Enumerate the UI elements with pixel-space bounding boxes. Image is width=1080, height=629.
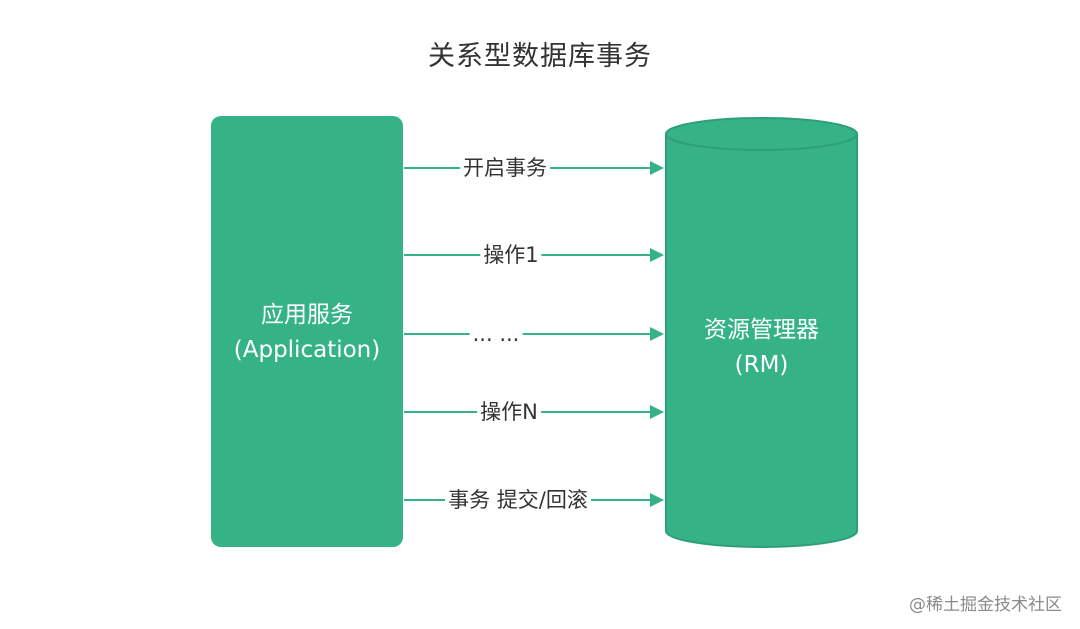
rm-cylinder-top	[665, 117, 858, 151]
message-label-opn: 操作N	[477, 399, 541, 425]
rm-name: 资源管理器	[704, 317, 819, 343]
message-arrow-head	[650, 493, 664, 507]
message-arrow-head	[650, 327, 664, 341]
diagram-title: 关系型数据库事务	[428, 41, 652, 72]
rm-cylinder	[665, 117, 858, 548]
application-subtitle: (Application)	[233, 337, 381, 363]
message-label-begin: 开启事务	[460, 155, 550, 181]
message-arrow-head	[650, 248, 664, 262]
message-arrow-head	[650, 405, 664, 419]
message-arrow-head	[650, 161, 664, 175]
rm-label: 资源管理器 (RM)	[666, 313, 857, 383]
message-label-commit: 事务 提交/回滚	[445, 487, 591, 513]
application-box	[211, 116, 403, 547]
message-arrows	[404, 161, 664, 507]
rm-subtitle: (RM)	[734, 352, 789, 378]
rm-cylinder-body	[665, 133, 858, 548]
message-label-op1: 操作1	[480, 242, 542, 268]
watermark: @稀土掘金技术社区	[909, 595, 1062, 615]
application-name: 应用服务	[261, 302, 353, 328]
message-label-ellipsis: ... ...	[469, 321, 523, 347]
application-label: 应用服务 (Application)	[211, 298, 403, 368]
